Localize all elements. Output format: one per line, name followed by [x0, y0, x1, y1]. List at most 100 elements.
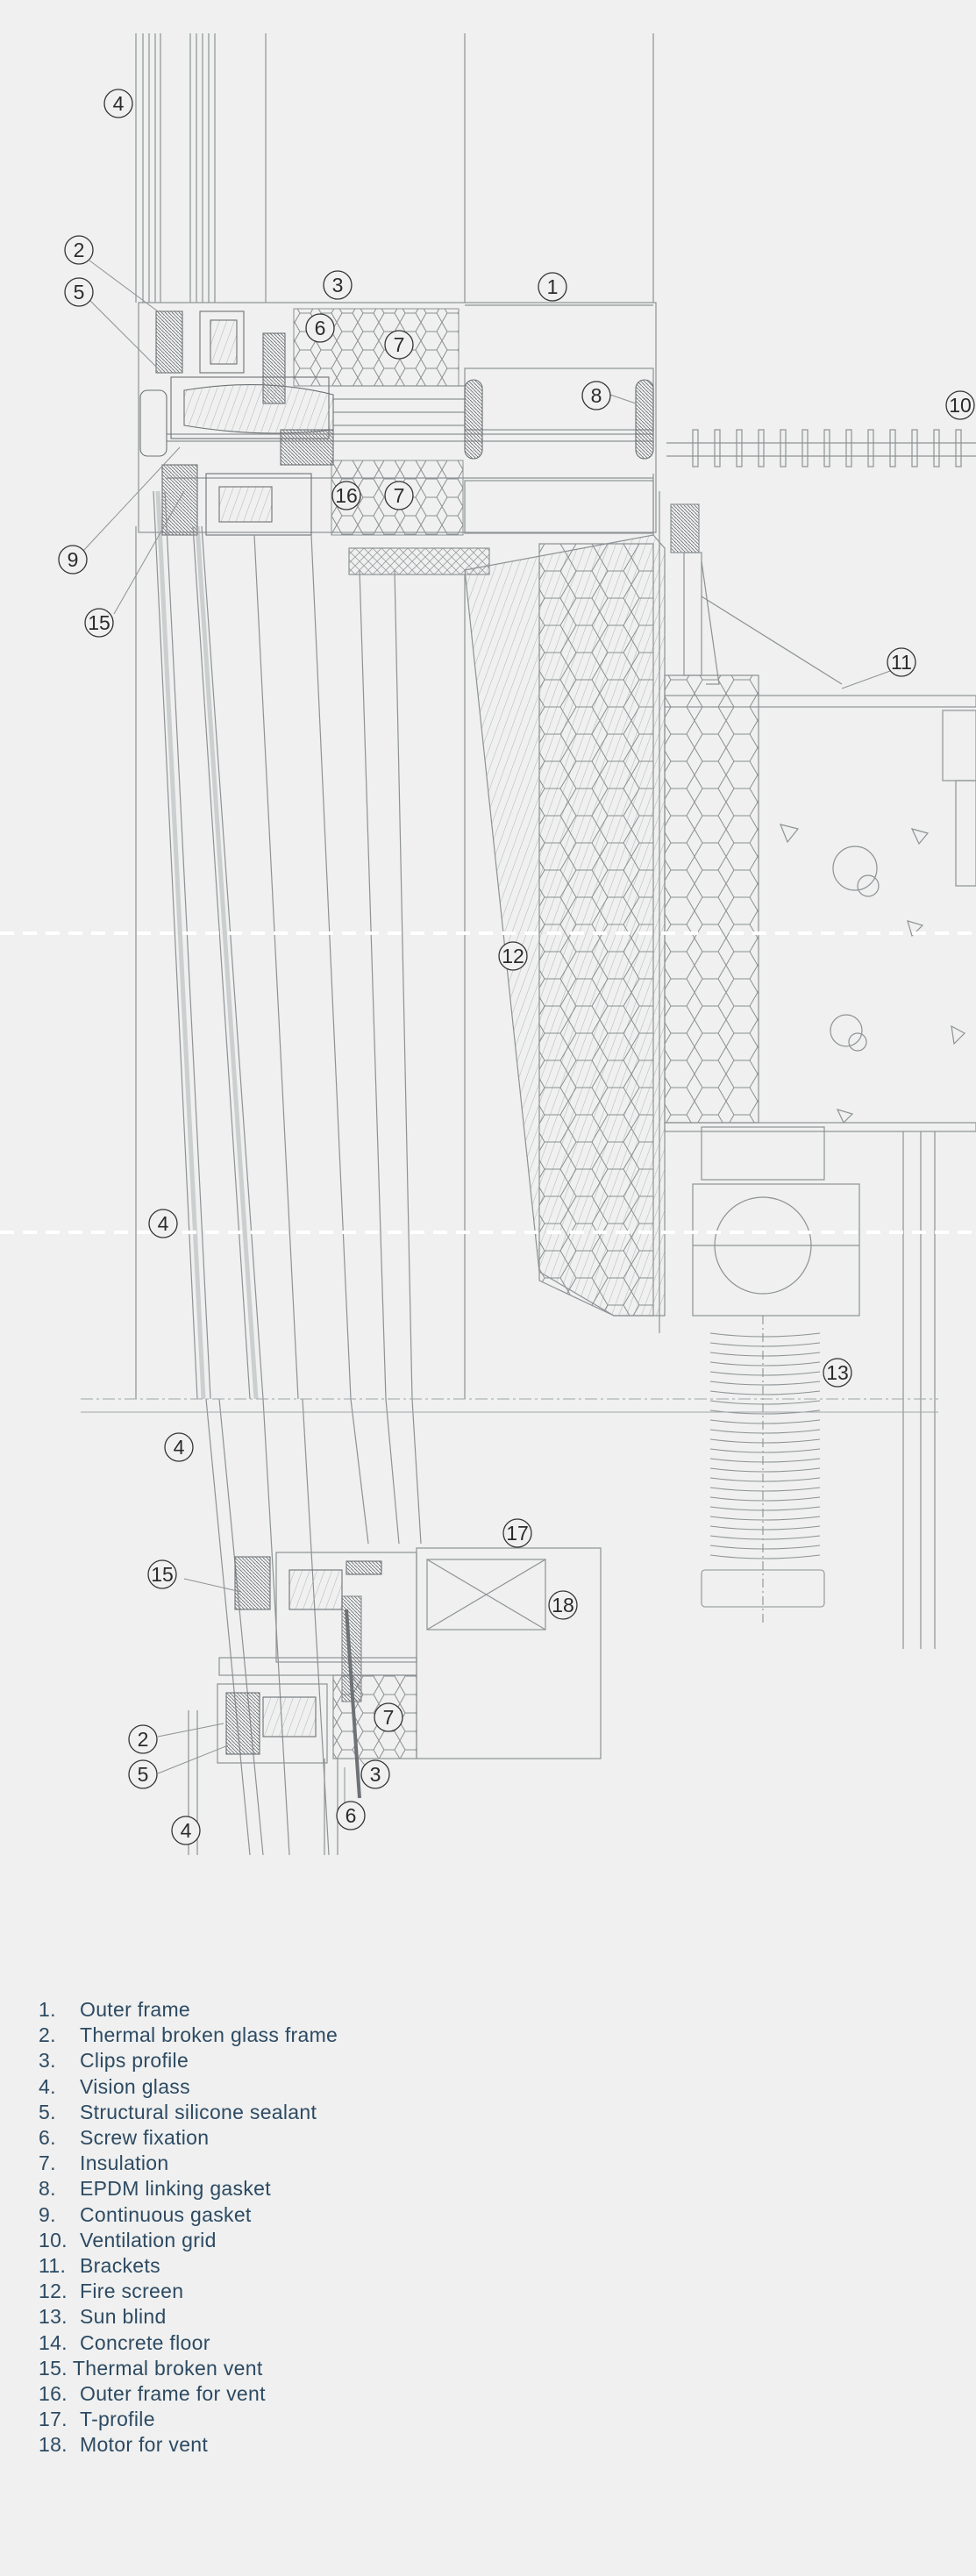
- legend-number: 11.: [39, 2254, 67, 2278]
- legend-item: 8. EPDM linking gasket: [39, 2176, 338, 2201]
- legend-number: 16.: [39, 2382, 68, 2406]
- legend-number: 8.: [39, 2177, 56, 2201]
- svg-text:17: 17: [506, 1522, 529, 1545]
- svg-text:2: 2: [74, 239, 85, 261]
- legend-number: 10.: [39, 2228, 68, 2251]
- slab-and-brackets: [348, 474, 976, 1649]
- legend-label: Sun blind: [80, 2305, 167, 2329]
- svg-text:7: 7: [394, 333, 405, 356]
- legend-item: 2.Thermal broken glass frame: [39, 2023, 338, 2048]
- legend-label: Motor for vent: [80, 2433, 209, 2457]
- svg-text:9: 9: [68, 548, 79, 571]
- svg-text:16: 16: [335, 484, 358, 507]
- legend-item: 12. Fire screen: [39, 2279, 338, 2304]
- legend-number: 13.: [39, 2305, 68, 2329]
- svg-text:8: 8: [591, 384, 602, 407]
- callout-3-lower: 3: [360, 1759, 390, 1789]
- legend-number: 14.: [39, 2330, 68, 2354]
- legend-number: 9.: [39, 2202, 56, 2226]
- callout-5-top: 5: [64, 277, 94, 307]
- callout-3-top: 3: [323, 270, 353, 300]
- svg-text:4: 4: [181, 1819, 192, 1842]
- legend-number: 5.: [39, 2100, 56, 2123]
- legend-label: Thermal broken glass frame: [80, 2023, 338, 2047]
- svg-text:5: 5: [74, 281, 85, 303]
- svg-text:6: 6: [315, 317, 326, 339]
- callout-15-lower: 15: [147, 1559, 177, 1589]
- callout-8: 8: [581, 381, 611, 410]
- legend-item: 6. Screw fixation: [39, 2125, 338, 2151]
- callout-6-lower: 6: [336, 1801, 366, 1830]
- callout-4-lower: 4: [164, 1432, 194, 1462]
- svg-text:11: 11: [891, 651, 912, 674]
- svg-text:10: 10: [949, 394, 972, 417]
- legend-number: 6.: [39, 2126, 56, 2150]
- legend-label: Outer frame for vent: [80, 2382, 266, 2406]
- legend-item: 14. Concrete floor: [39, 2330, 338, 2356]
- callout-13: 13: [823, 1358, 852, 1388]
- legend-label: EPDM linking gasket: [80, 2177, 271, 2201]
- callout-9: 9: [58, 545, 88, 574]
- svg-text:7: 7: [383, 1706, 395, 1729]
- svg-text:4: 4: [158, 1212, 169, 1235]
- callout-2-top: 2: [64, 235, 94, 265]
- lower-vent-details: [225, 1556, 382, 1799]
- legend-number: 4.: [39, 2074, 56, 2098]
- drawing-linework: [135, 33, 657, 534]
- legend-label: Continuous gasket: [80, 2202, 252, 2226]
- callout-15-top: 15: [84, 608, 114, 638]
- legend-number: 3.: [39, 2049, 56, 2073]
- callout-7-lower: 7: [374, 1702, 403, 1732]
- legend-label: Ventilation grid: [80, 2228, 217, 2251]
- legend-label: Fire screen: [80, 2280, 184, 2303]
- callout-18: 18: [548, 1590, 578, 1620]
- callout-17: 17: [502, 1518, 532, 1548]
- svg-text:1: 1: [547, 275, 559, 298]
- legend-item: 9. Continuous gasket: [39, 2202, 338, 2228]
- svg-text:2: 2: [138, 1728, 149, 1751]
- leader-lines: [82, 260, 913, 1816]
- legend-label: Clips profile: [80, 2049, 189, 2073]
- callout-10: 10: [945, 390, 975, 420]
- legend-label: Structural silicone sealant: [80, 2100, 317, 2123]
- legend-label: Concrete floor: [80, 2330, 210, 2354]
- callout-5-lower: 5: [128, 1759, 158, 1789]
- svg-text:7: 7: [394, 484, 405, 507]
- legend-item: 7.Insulation: [39, 2151, 338, 2176]
- legend-label: Screw fixation: [80, 2126, 210, 2150]
- callout-7-top: 7: [384, 330, 414, 360]
- legend-label: Thermal broken vent: [72, 2356, 263, 2380]
- legend-label: Vision glass: [80, 2074, 190, 2098]
- callout-4-mid: 4: [148, 1209, 178, 1238]
- callout-2-lower: 2: [128, 1724, 158, 1754]
- legend-number: 15.: [39, 2356, 68, 2380]
- callout-16: 16: [331, 481, 361, 510]
- svg-text:4: 4: [113, 92, 125, 115]
- svg-text:3: 3: [370, 1763, 381, 1786]
- vision-glass: [135, 490, 466, 1856]
- callout-4-bottom: 4: [171, 1816, 201, 1845]
- legend-item: 18. Motor for vent: [39, 2432, 338, 2458]
- callout-1: 1: [538, 272, 567, 302]
- callout-4-top: 4: [103, 89, 133, 118]
- legend-label: Brackets: [80, 2254, 160, 2278]
- legend-item: 4. Vision glass: [39, 2074, 338, 2100]
- legend-item: 11. Brackets: [39, 2253, 338, 2279]
- ventilation-grid: [666, 429, 976, 467]
- svg-text:15: 15: [88, 611, 110, 634]
- callout-11: 11: [887, 647, 916, 677]
- legend-number: 7.: [39, 2151, 56, 2175]
- legend-number: 18.: [39, 2433, 68, 2457]
- sun-blind: [701, 1316, 825, 1623]
- callout-12: 12: [498, 941, 528, 971]
- legend-item: 16. Outer frame for vent: [39, 2381, 338, 2407]
- legend-label: Outer frame: [80, 1998, 191, 2021]
- profile-details: [139, 310, 654, 536]
- legend-number: 12.: [39, 2280, 68, 2303]
- svg-text:13: 13: [826, 1361, 849, 1384]
- svg-text:5: 5: [138, 1763, 149, 1786]
- callout-6-top: 6: [305, 313, 335, 343]
- svg-text:3: 3: [332, 274, 344, 296]
